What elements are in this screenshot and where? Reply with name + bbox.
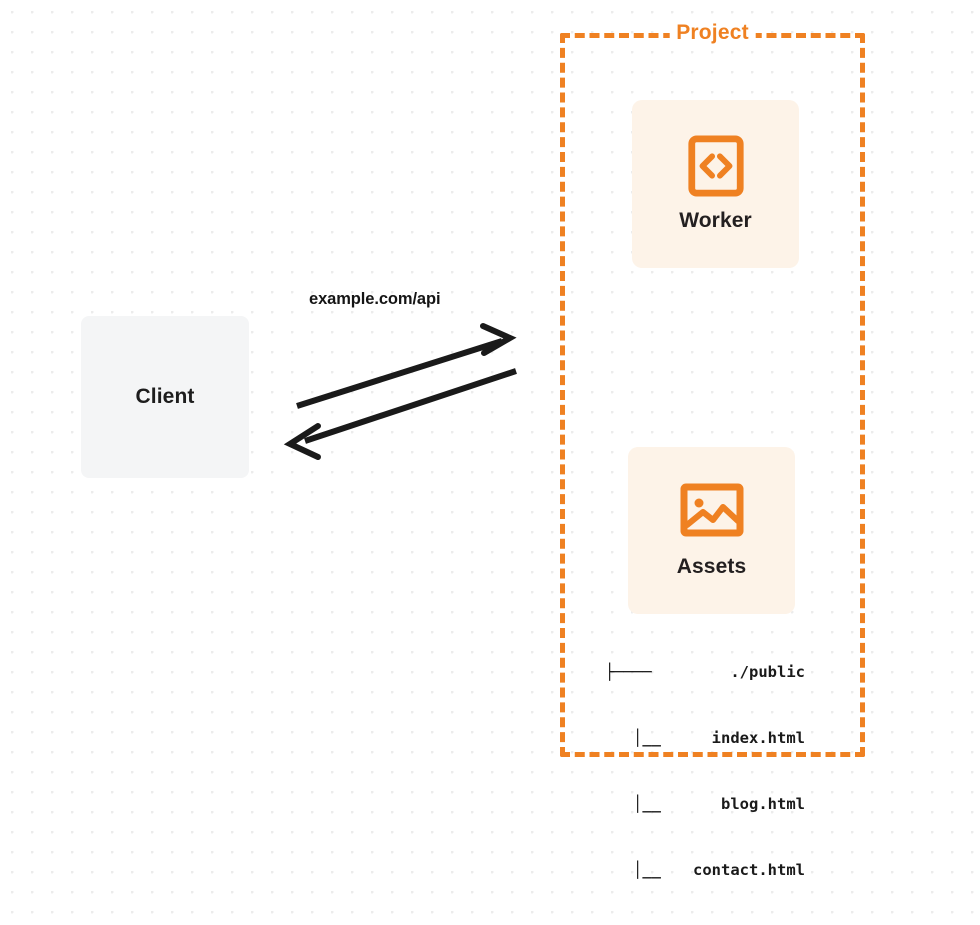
node-worker-label: Worker bbox=[679, 209, 752, 232]
tree-branch-glyph: │__ bbox=[633, 729, 661, 747]
tree-item-label: contact.html bbox=[693, 861, 805, 879]
assets-file-tree: ├──── ./public │__ index.html │__ blog.h… bbox=[605, 617, 805, 925]
file-tree-row: │__ index.html bbox=[605, 727, 805, 749]
image-icon bbox=[680, 483, 743, 536]
tree-item-label: blog.html bbox=[721, 795, 805, 813]
node-client-label: Client bbox=[135, 385, 195, 408]
node-worker[interactable]: Worker bbox=[632, 100, 799, 268]
project-title: Project bbox=[669, 21, 756, 45]
node-assets-label: Assets bbox=[676, 554, 747, 578]
tree-item-label: ./public bbox=[730, 663, 805, 681]
response-arrow-icon bbox=[283, 368, 517, 460]
diagram-canvas: Client example.com/api Project Worker bbox=[81, 21, 865, 879]
request-arrow-icon bbox=[296, 323, 517, 409]
tree-branch-glyph: │__ bbox=[633, 861, 661, 879]
file-tree-row: ├──── ./public bbox=[605, 661, 805, 683]
tree-branch-glyph: ├──── bbox=[605, 663, 652, 681]
node-assets[interactable]: Assets bbox=[628, 447, 795, 614]
file-tree-row: │__ blog.html bbox=[605, 793, 805, 815]
project-boundary: Project bbox=[560, 21, 865, 757]
tree-branch-glyph: │__ bbox=[633, 795, 661, 813]
file-tree-row: │__ contact.html bbox=[605, 859, 805, 881]
connection-label: example.com/api bbox=[309, 290, 441, 308]
code-brackets-icon bbox=[687, 135, 744, 197]
tree-item-label: index.html bbox=[711, 729, 805, 747]
node-client[interactable]: Client bbox=[81, 316, 249, 478]
